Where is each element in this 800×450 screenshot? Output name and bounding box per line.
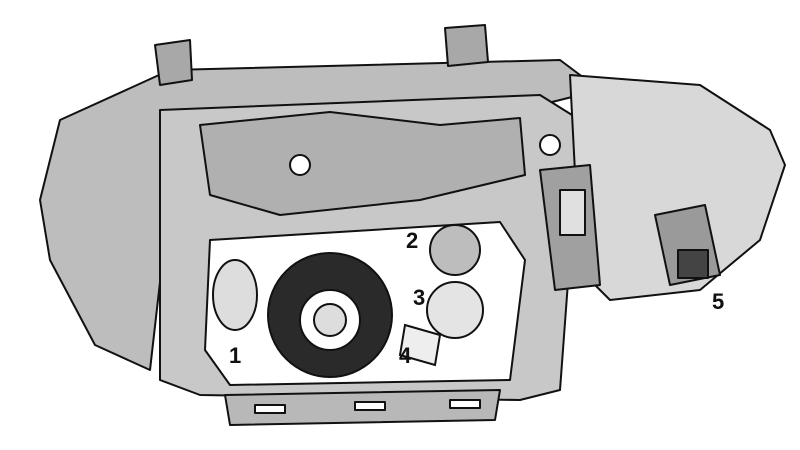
mount-bracket-left bbox=[154, 39, 193, 86]
bulb-holder-1 bbox=[212, 259, 258, 331]
callout-2: 2 bbox=[406, 228, 419, 253]
callout-4: 4 bbox=[399, 343, 412, 368]
callout-1: 1 bbox=[229, 343, 242, 368]
mount-bracket-right bbox=[444, 24, 489, 67]
bulb-holder-3 bbox=[426, 281, 484, 339]
connector-4 bbox=[398, 323, 442, 367]
callout-3: 3 bbox=[413, 285, 426, 310]
bulb-holder-2 bbox=[429, 224, 481, 276]
top-ledge bbox=[199, 111, 526, 216]
callout-5: 5 bbox=[712, 289, 725, 314]
